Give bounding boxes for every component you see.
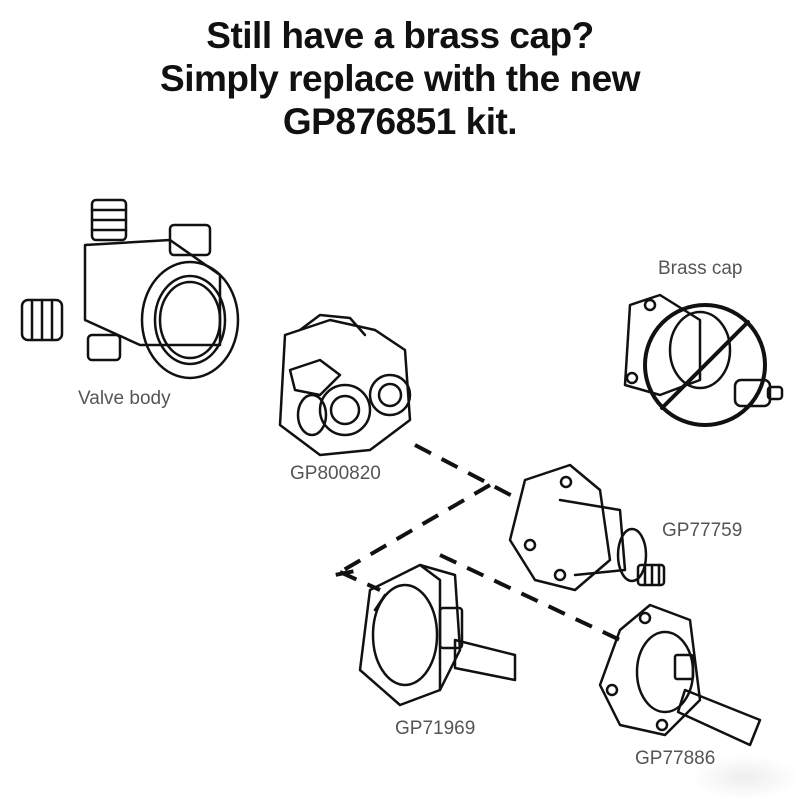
gp800820-label: GP800820 [290, 463, 381, 484]
gp77886-label: GP77886 [635, 748, 716, 769]
gp77886-illustration [598, 603, 762, 747]
brass-cap-label: Brass cap [658, 258, 743, 279]
headline-line-1: Still have a brass cap? [206, 15, 594, 56]
valve-body-illustration [20, 198, 240, 380]
gp77759-label: GP77759 [662, 520, 743, 541]
valve-body-label: Valve body [78, 388, 171, 409]
headline-line-3: GP876851 kit. [282, 101, 518, 142]
gp77759-illustration [508, 463, 666, 592]
prohibited-icon [643, 303, 767, 427]
watermark-blur [690, 755, 800, 800]
headline-line-2: Simply replace with the new [160, 58, 640, 99]
gp71969-illustration [358, 563, 517, 707]
gp800820-illustration [278, 313, 412, 457]
brass-cap-illustration [623, 293, 784, 408]
headline: Still have a brass cap? Simply replace w… [0, 14, 800, 143]
gp71969-label: GP71969 [395, 718, 476, 739]
